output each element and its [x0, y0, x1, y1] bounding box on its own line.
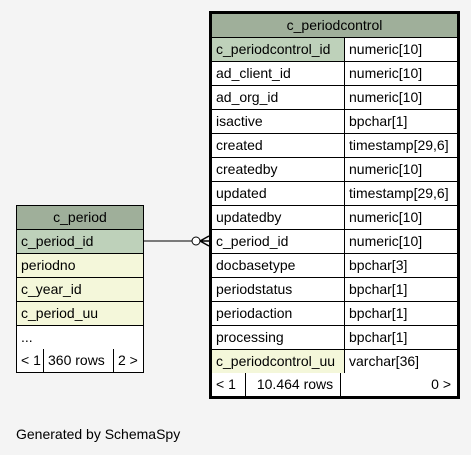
footer-prev[interactable]: < 1 — [17, 349, 44, 372]
table-row[interactable]: c_period_id — [17, 230, 143, 254]
column-type: timestamp[29,6] — [345, 134, 454, 157]
footer-prev[interactable]: < 1 — [212, 373, 246, 396]
footer-row-count: 360 rows — [44, 349, 114, 372]
optional-circle-icon — [191, 236, 201, 246]
column-type: bpchar[1] — [345, 302, 454, 325]
column-type: timestamp[29,6] — [345, 182, 454, 205]
column-name[interactable]: created — [212, 134, 345, 157]
footer-row-count: 10.464 rows — [246, 373, 341, 396]
column-type: bpchar[1] — [345, 278, 454, 301]
column-type: numeric[10] — [345, 38, 454, 61]
column-type: numeric[10] — [345, 230, 454, 253]
table-row[interactable]: c_period_uu — [17, 302, 143, 326]
column-name[interactable]: processing — [212, 326, 345, 349]
column-type: numeric[10] — [345, 206, 454, 229]
column-type: bpchar[1] — [345, 326, 454, 349]
column-name[interactable]: periodno — [17, 254, 143, 277]
column-name[interactable]: c_periodcontrol_uu — [212, 350, 345, 373]
column-name[interactable]: ... — [17, 326, 143, 349]
column-name[interactable]: c_period_id — [212, 230, 345, 253]
column-type: numeric[10] — [345, 158, 454, 181]
column-name[interactable]: isactive — [212, 110, 345, 133]
column-name[interactable]: ad_client_id — [212, 62, 345, 85]
footer-next[interactable]: 2 > — [118, 352, 138, 368]
crow-foot-icon — [199, 235, 210, 247]
column-name[interactable]: periodstatus — [212, 278, 345, 301]
table-row[interactable]: periodno — [17, 254, 143, 278]
column-name[interactable]: c_periodcontrol_id — [212, 38, 345, 61]
column-name[interactable]: periodaction — [212, 302, 345, 325]
column-name[interactable]: updated — [212, 182, 345, 205]
column-type: numeric[10] — [345, 62, 454, 85]
column-type: bpchar[3] — [345, 254, 454, 277]
table-row[interactable]: ... — [17, 326, 143, 349]
table-header[interactable]: c_period — [17, 206, 143, 230]
column-name[interactable]: createdby — [212, 158, 345, 181]
column-name[interactable]: updatedby — [212, 206, 345, 229]
column-type: varchar[36] — [345, 350, 454, 373]
column-name[interactable]: c_period_uu — [17, 302, 143, 325]
column-name[interactable]: c_year_id — [17, 278, 143, 301]
column-name[interactable]: ad_org_id — [212, 86, 345, 109]
column-type: bpchar[1] — [345, 110, 454, 133]
footer-next[interactable]: 0 > — [431, 376, 451, 392]
column-name[interactable]: docbasetype — [212, 254, 345, 277]
table-footer: < 1 10.464 rows 0 > — [212, 373, 457, 396]
column-type: numeric[10] — [345, 86, 454, 109]
table-header[interactable]: c_periodcontrol — [212, 14, 457, 38]
column-name[interactable]: c_period_id — [17, 230, 143, 253]
caption: Generated by SchemaSpy — [16, 426, 181, 442]
table-footer: < 1 360 rows 2 > — [17, 349, 143, 372]
table-row[interactable]: c_year_id — [17, 278, 143, 302]
